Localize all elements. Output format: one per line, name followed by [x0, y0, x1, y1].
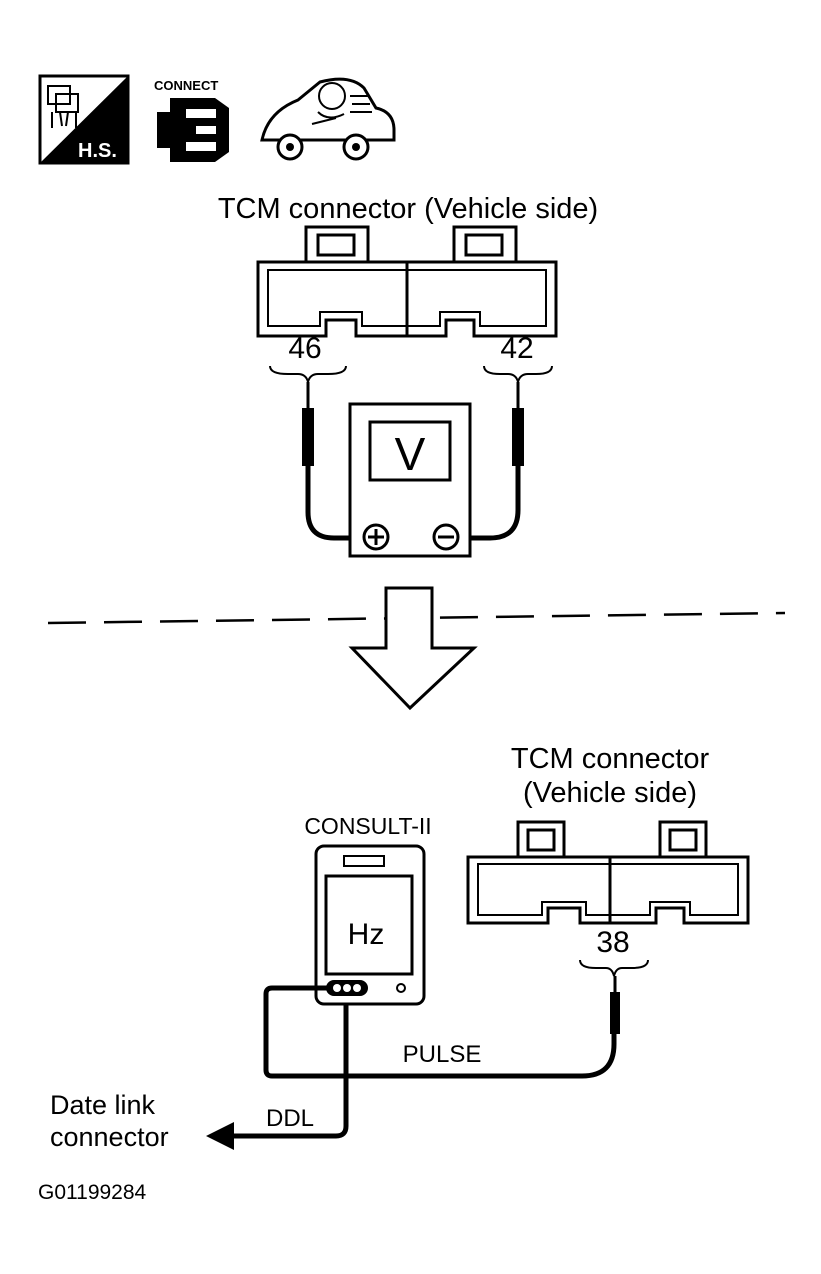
driving-car-icon [260, 77, 396, 161]
lower-tcm-connector [466, 820, 750, 925]
probe-right [460, 382, 524, 541]
upper-connector-title: TCM connector (Vehicle side) [218, 193, 598, 225]
probe-left [302, 382, 366, 541]
voltmeter-display: V [395, 428, 426, 480]
consult-ii-device: Hz [314, 844, 426, 1006]
ddl-label: DDL [266, 1105, 314, 1132]
connect-icon: CONNECT [154, 78, 229, 162]
connect-icon-text: CONNECT [154, 78, 218, 93]
consult-screen: Hz [348, 918, 385, 951]
voltmeter: V [348, 402, 472, 558]
dlc-label-line2: connector [50, 1122, 169, 1152]
consult-label: CONSULT-II [304, 813, 431, 839]
ddl-wire [232, 1004, 349, 1139]
probe-pulse [610, 976, 620, 1034]
lower-connector-title-line2: (Vehicle side) [523, 777, 697, 809]
upper-pin-42-brace [483, 365, 553, 383]
lower-pin-38: 38 [596, 926, 629, 959]
pulse-wire [263, 985, 617, 1079]
figure-code: G01199284 [38, 1181, 147, 1204]
hs-icon-text: H.S. [78, 140, 117, 162]
upper-pin-46: 46 [288, 332, 321, 365]
upper-tcm-connector [256, 225, 558, 338]
dlc-label-line1: Date link [50, 1090, 156, 1120]
lower-pin-38-brace [579, 959, 649, 977]
pulse-label: PULSE [403, 1041, 482, 1068]
down-arrow-icon [348, 586, 478, 711]
harness-service-icon: H.S. [38, 74, 130, 165]
upper-pin-46-brace [269, 365, 347, 383]
ddl-arrow-icon [206, 1122, 234, 1150]
lower-connector-title-line1: TCM connector [511, 743, 710, 775]
upper-pin-42: 42 [500, 332, 533, 365]
